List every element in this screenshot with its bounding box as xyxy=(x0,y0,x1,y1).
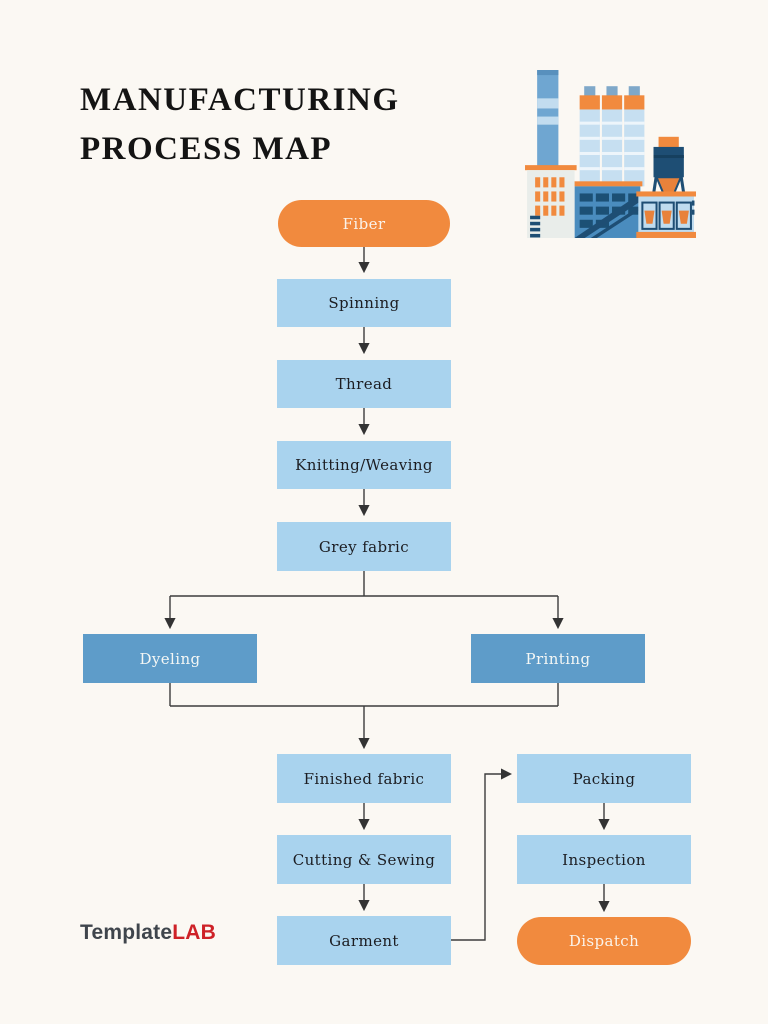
node-knitting-weaving: Knitting/Weaving xyxy=(277,441,451,489)
node-grey-fabric-label: Grey fabric xyxy=(318,537,410,556)
node-cutting-sewing-label: Cutting & Sewing xyxy=(292,850,436,869)
node-thread-label: Thread xyxy=(335,375,393,393)
node-inspection-label: Inspection xyxy=(562,850,646,869)
node-dyeling: Dyeling xyxy=(83,634,257,683)
node-packing: Packing xyxy=(517,754,691,803)
node-packing-label: Packing xyxy=(572,769,636,788)
node-spinning: Spinning xyxy=(277,279,451,327)
edge-greyfabric-split xyxy=(170,571,558,597)
node-garment-label: Garment xyxy=(329,931,399,950)
factory-illustration xyxy=(525,70,696,238)
node-knitting-weaving-label: Knitting/Weaving xyxy=(295,456,433,474)
factory-left-building xyxy=(525,165,577,238)
node-dispatch-label: Dispatch xyxy=(568,932,640,950)
edge-merge-lines xyxy=(169,683,559,707)
node-inspection: Inspection xyxy=(517,835,691,884)
logo-text-template: Template xyxy=(80,921,173,944)
logo-text-lab: LAB xyxy=(172,921,216,944)
factory-chimney xyxy=(537,70,559,170)
node-finished-fabric: Finished fabric xyxy=(277,754,451,803)
edge-garment-packing xyxy=(451,768,513,941)
node-cutting-sewing: Cutting & Sewing xyxy=(277,835,451,884)
factory-middle-building xyxy=(572,181,643,238)
node-printing-label: Printing xyxy=(525,649,591,668)
page-title: MANUFACTURING PROCESS MAP xyxy=(80,76,540,174)
factory-right-building xyxy=(636,191,696,238)
node-dyeling-label: Dyeling xyxy=(139,649,201,668)
node-spinning-label: Spinning xyxy=(328,294,400,312)
factory-silos xyxy=(579,86,645,187)
node-dispatch: Dispatch xyxy=(517,917,691,965)
node-thread: Thread xyxy=(277,360,451,408)
node-fiber-label: Fiber xyxy=(342,214,386,233)
node-fiber: Fiber xyxy=(278,200,450,247)
page-title-line-2: PROCESS MAP xyxy=(80,131,333,167)
node-printing: Printing xyxy=(471,634,645,683)
node-garment: Garment xyxy=(277,916,451,965)
templatelab-logo: TemplateLAB xyxy=(80,921,216,945)
page-title-line-1: MANUFACTURING xyxy=(80,82,400,118)
node-finished-fabric-label: Finished fabric xyxy=(303,769,425,788)
node-grey-fabric: Grey fabric xyxy=(277,522,451,571)
